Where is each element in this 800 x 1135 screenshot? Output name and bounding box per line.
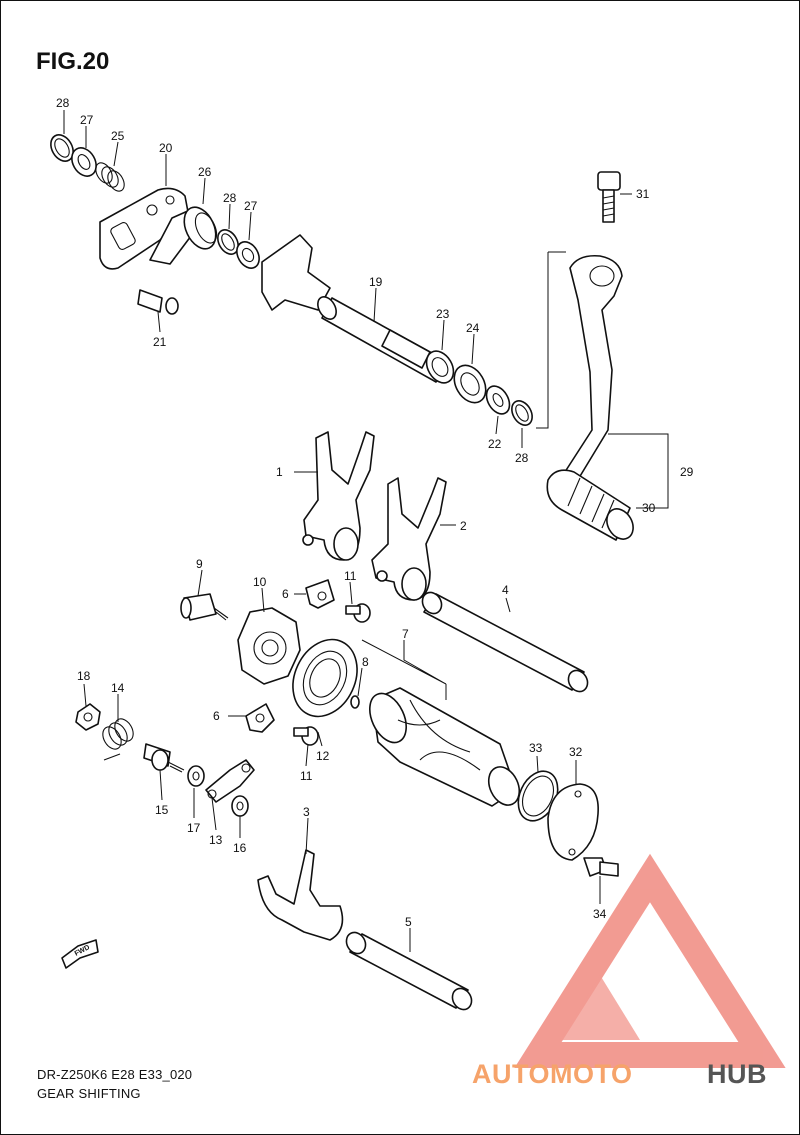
part-7-shift-drum [369,687,521,807]
callout-27-b: 27 [244,199,258,213]
part-6-stopper-plate-low [245,703,275,733]
callout-9: 9 [196,557,203,571]
callout-28-a: 28 [56,96,70,110]
part-28-circlip-mid [217,229,239,255]
callout-28-c: 28 [515,451,529,465]
part-4-fork-shaft [421,591,589,693]
callout-23: 23 [436,307,450,321]
part-17-washer [187,765,205,787]
callout-26: 26 [198,165,212,179]
callout-21: 21 [153,335,167,349]
callout-15: 15 [155,803,169,817]
model-code: DR-Z250K6 E28 E33_020 [37,1067,193,1082]
callout-6-a: 6 [282,587,289,601]
part-18-nut [75,703,101,731]
part-11-screw-top [345,603,371,623]
callout-24: 24 [466,321,480,335]
callout-10: 10 [253,575,267,589]
callout-16: 16 [233,841,247,855]
callout-2: 2 [460,519,467,533]
part-28-circlip-low [511,400,533,426]
part-2-shift-fork [371,477,447,601]
part-10-cam-gear [237,607,301,685]
part-1-shift-fork [302,431,375,561]
part-22-washer [485,385,511,415]
callout-31: 31 [636,187,650,201]
callout-8: 8 [362,655,369,669]
figure-title: FIG.20 [36,48,110,75]
part-15-bolt [143,743,185,773]
callout-19: 19 [369,275,383,289]
leader-lines [63,110,632,952]
part-3-shift-fork [257,849,344,941]
part-6-stopper-plate-top [305,579,335,609]
part-16-washer [231,795,249,817]
callout-14: 14 [111,681,125,695]
part-8-pin [350,695,360,709]
callout-4: 4 [502,583,509,597]
callout-30: 30 [642,501,656,515]
callout-7: 7 [402,627,409,641]
watermark-text-a: AUTOMOTO [472,1059,633,1089]
part-25-spring [95,162,125,192]
part-32-cover [547,783,599,861]
fwd-arrow-icon: FWD [61,939,99,969]
callout-13: 13 [209,833,223,847]
part-5-fork-shaft [345,931,473,1011]
callout-27-a: 27 [80,113,94,127]
watermark-logo-icon [514,853,786,1068]
callout-25: 25 [111,129,125,143]
callout-6-b: 6 [213,709,220,723]
part-13-stopper-arm [205,759,255,803]
callout-5: 5 [405,915,412,929]
part-30-lever-rubber [546,469,634,541]
part-29-gear-shift-lever [551,254,623,497]
watermark-text-b: HUB [707,1059,767,1089]
part-34-bolt [583,857,619,877]
part-9-pin [180,593,229,621]
callout-labels: 28 27 25 20 26 28 27 21 19 23 24 22 28 3… [56,96,694,929]
callout-11-b: 11 [300,769,313,783]
part-14-spring [102,718,134,761]
callout-12: 12 [316,749,330,763]
callout-32: 32 [569,745,583,759]
callout-20: 20 [159,141,173,155]
callout-28-b: 28 [223,191,237,205]
callout-3: 3 [303,805,310,819]
callout-34: 34 [593,907,607,921]
part-27-washer-top [71,147,97,177]
part-21-stopper-bolt [137,289,179,315]
part-31-bolt [597,171,621,223]
part-11-screw-low [293,726,319,746]
callout-29: 29 [680,465,694,479]
figure-caption: GEAR SHIFTING [37,1086,141,1101]
callout-17: 17 [187,821,201,835]
callout-11-a: 11 [344,569,357,583]
part-24-oil-seal [453,364,487,404]
bracket-line-shaft [536,252,549,429]
part-12-bearing [292,638,358,718]
callout-1: 1 [276,465,283,479]
callout-22: 22 [488,437,502,451]
callout-18: 18 [77,669,91,683]
part-28-circlip-top [50,134,74,162]
callout-33: 33 [529,741,543,755]
watermark-text: AUTOMOTO HUB [472,1059,767,1089]
bracket-line-lever [608,433,669,509]
part-27-washer-mid [236,241,260,269]
